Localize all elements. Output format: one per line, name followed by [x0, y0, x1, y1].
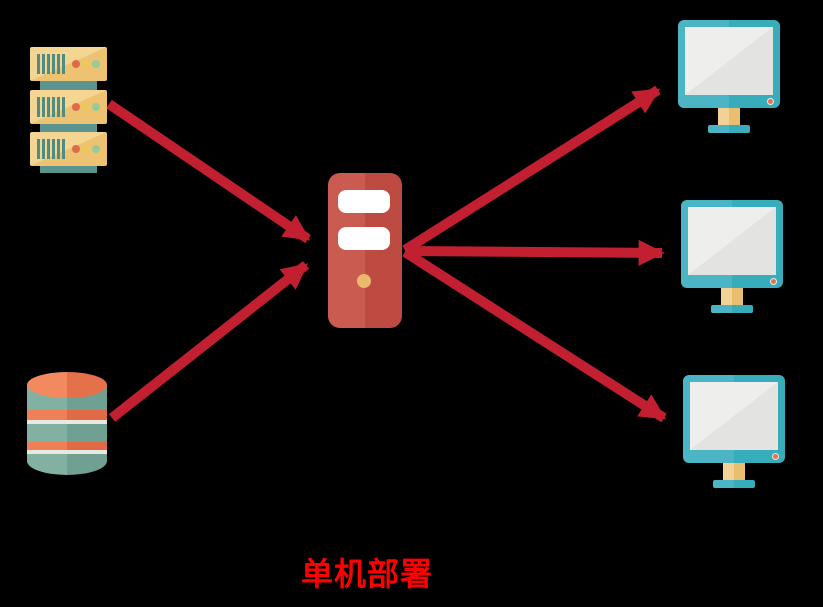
monitor-base [708, 125, 750, 133]
led-yellow-icon [82, 103, 90, 111]
led-yellow-icon [82, 145, 90, 153]
power-light-icon [771, 279, 776, 284]
led-red-icon [72, 103, 80, 111]
server-leds [72, 103, 100, 111]
monitor-stand [721, 288, 743, 307]
drive-bay-slot [338, 190, 390, 213]
arrow-tower-to-monitor-3 [402, 247, 667, 423]
server-vents-icon [37, 97, 67, 117]
db-disk [27, 454, 107, 475]
db-separator [27, 450, 107, 454]
monitor-base [711, 305, 753, 313]
led-yellow-icon [82, 60, 90, 68]
monitor-screen [688, 207, 776, 275]
db-disk-rim [27, 410, 107, 420]
monitor-screen [685, 27, 773, 95]
server-leds [72, 60, 100, 68]
power-light-icon [768, 99, 773, 104]
db-disk-rim [27, 442, 107, 450]
db-disk [27, 424, 107, 442]
led-green-icon [92, 103, 100, 111]
monitor-icon-2 [681, 200, 783, 313]
server-rack-icon [30, 47, 107, 173]
arrow-rack-to-tower [106, 99, 311, 244]
arrow-tower-to-monitor-2 [404, 239, 665, 266]
rack-connector [40, 81, 97, 90]
led-red-icon [72, 60, 80, 68]
server-unit [30, 90, 107, 124]
monitor-stand [723, 463, 745, 482]
led-green-icon [92, 145, 100, 153]
arrow-database-to-tower [108, 261, 310, 422]
led-red-icon [72, 145, 80, 153]
db-separator [27, 420, 107, 424]
arrow-tower-to-monitor-1 [402, 85, 661, 255]
server-leds [72, 145, 100, 153]
monitor-base [713, 480, 755, 488]
tower-server-icon [328, 173, 402, 328]
rack-base [40, 166, 97, 173]
server-vents-icon [37, 54, 67, 74]
server-unit [30, 47, 107, 81]
monitor-stand [718, 108, 740, 127]
led-green-icon [92, 60, 100, 68]
power-button-icon [357, 274, 371, 288]
server-unit [30, 132, 107, 166]
server-vents-icon [37, 139, 67, 159]
drive-bay-slot [338, 227, 390, 250]
diagram-caption: 单机部署 [300, 556, 433, 592]
monitor-icon-1 [678, 20, 780, 133]
db-top-cap [27, 372, 107, 398]
monitor-icon-3 [683, 375, 785, 488]
power-light-icon [773, 454, 778, 459]
monitor-screen [690, 382, 778, 450]
rack-connector [40, 124, 97, 132]
database-icon [27, 372, 107, 475]
